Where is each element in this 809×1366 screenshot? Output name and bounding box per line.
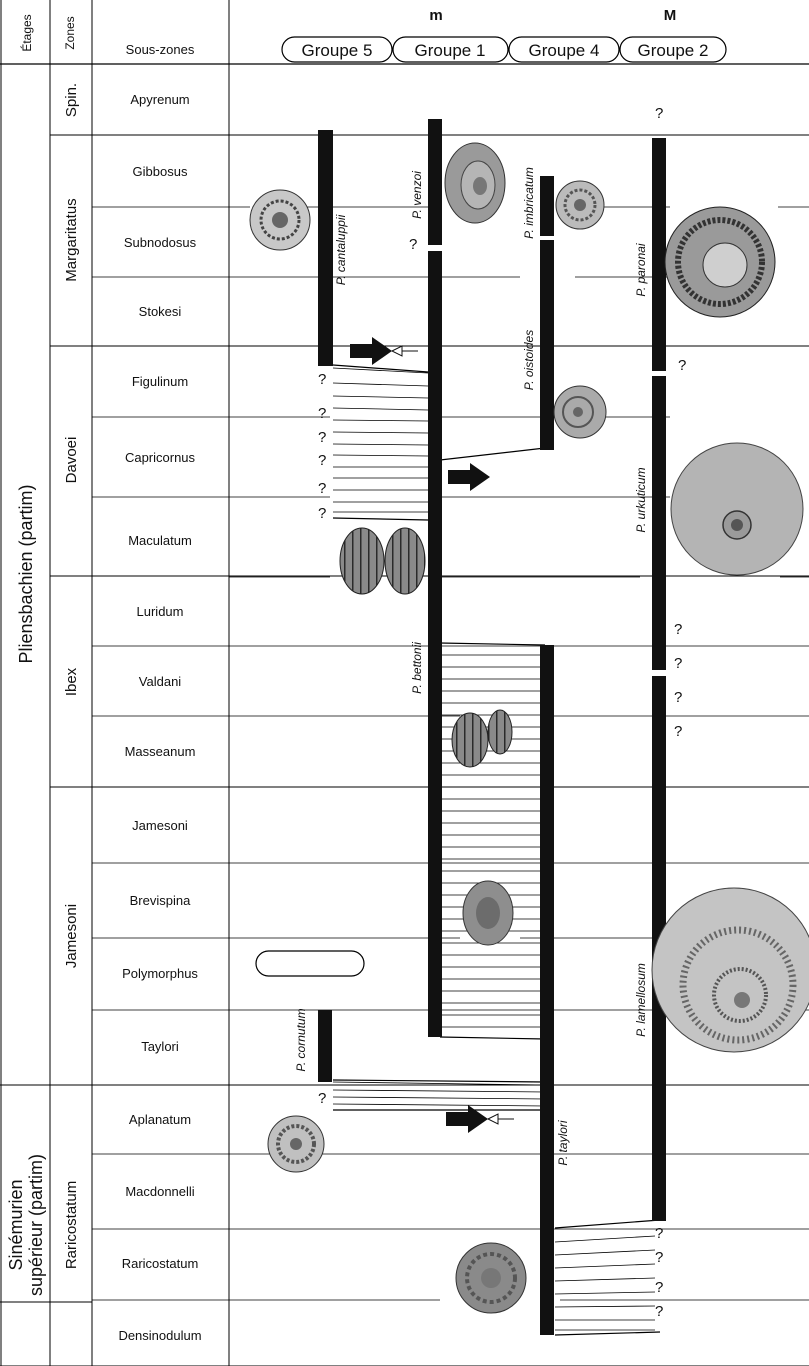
arrow-icon [448,463,490,491]
subzone-gibbosus: Gibbosus [133,164,188,179]
subzone-boundaries [92,207,809,1300]
subzone-stokesi: Stokesi [139,304,182,319]
ammonite-image-bettonii [452,710,512,767]
bar-cornutum [318,1010,332,1082]
ammonite-image-oistoides [554,386,606,438]
ammonite-image-raricostatum [456,1243,526,1313]
bar-oistoides [540,240,554,450]
subzone-taylori: Taylori [141,1039,179,1054]
subzone-subnodosus: Subnodosus [124,235,197,250]
group-4-label: Groupe 4 [529,41,600,60]
species-urkuticum: P. urkuticum [634,467,648,532]
subzone-luridum: Luridum [137,604,184,619]
bar-venzoi [428,119,442,245]
question-mark: ? [674,621,682,638]
subzone-valdani: Valdani [139,674,182,689]
question-mark: ? [655,1249,663,1266]
species-venzoi: P. venzoi [410,171,424,219]
question-mark: ? [674,689,682,706]
question-mark: ? [655,1279,663,1296]
question-mark: ? [318,1090,326,1107]
species-labels: P. cantaluppii P. venzoi P. bettonii P. … [294,167,648,1165]
question-mark: ? [674,723,682,740]
species-taylori: P. taylori [556,1120,570,1165]
group-5-label: Groupe 5 [302,41,373,60]
subzone-macdonnelli: Macdonnelli [125,1184,194,1199]
group-2-label: Groupe 2 [638,41,709,60]
question-mark: ? [318,371,326,388]
subzone-maculatum: Maculatum [128,533,192,548]
zone-spin: Spin. [63,83,80,117]
subzone-densinodulum: Densinodulum [118,1328,201,1343]
subzone-jamesoni: Jamesoni [132,818,188,833]
header-sous-zones: Sous-zones [126,42,195,57]
ammonite-image-urkuticum [671,443,803,575]
bar-imbricatum [540,176,554,236]
species-cantaluppii: P. cantaluppii [334,214,348,285]
subzone-apyrenum: Apyrenum [130,92,189,107]
header-m-minor: m [429,7,442,24]
species-oistoides: P. oistoides [522,330,536,391]
ammonite-image-venzoi [445,143,505,223]
zone-raricostatum: Raricostatum [63,1181,80,1269]
species-bettonii: P. bettonii [410,642,424,694]
zone-davoei: Davoei [63,437,80,484]
ammonite-image-lamellosum [652,888,809,1052]
hatch-cornutum [333,1082,545,1106]
question-mark: ? [318,429,326,446]
zone-jamesoni: Jamesoni [63,904,80,968]
question-mark: ? [318,505,326,522]
ammonite-image-cornutum [268,1116,324,1172]
bar-cantaluppii [318,130,333,366]
ammonite-image-paronai [665,207,775,317]
species-cornutum: P. cornutum [294,1008,308,1071]
group-1-label: Groupe 1 [415,41,486,60]
stage-sinemurien-line2: supérieur (partim) [26,1154,46,1296]
ammonite-image-imbricatum [556,181,604,229]
question-mark: ? [318,452,326,469]
question-mark: ? [678,357,686,374]
question-mark: ? [674,655,682,672]
hatch-davoei [333,368,428,512]
subzone-capricornus: Capricornus [125,450,196,465]
subzone-labels: Apyrenum Gibbosus Subnodosus Stokesi Fig… [118,92,201,1343]
ammonite-image-maculatum [340,528,425,594]
hatch-bettonii-taylori [442,655,540,1027]
bar-urkuticum [652,376,666,670]
question-mark: ? [655,105,663,122]
question-mark: ? [409,236,417,253]
species-paronai: P. paronai [634,243,648,296]
ammonite-image-cantaluppii [250,190,310,250]
subzone-figulinum: Figulinum [132,374,188,389]
subzone-brevispina: Brevispina [130,893,191,908]
bar-paronai [652,138,666,371]
zone-margaritatus: Margaritatus [63,198,80,281]
question-mark: ? [655,1225,663,1242]
bar-bettonii [428,251,442,1037]
subzone-raricostatum: Raricostatum [122,1256,199,1271]
question-mark: ? [318,405,326,422]
stage-sinemurien-line1: Sinémurien [6,1179,26,1270]
species-lamellosum: P. lamellosum [634,963,648,1037]
bar-taylori [540,645,554,1335]
hatch-raricostatum [555,1236,655,1330]
zone-ibex: Ibex [63,667,80,696]
stage-pliensbachien-text: Pliensbachien (partim) [16,484,36,663]
stage-pliensbachien: Pliensbachien (partim) [16,484,36,663]
arrow-icon [446,1105,514,1133]
arrow-icon [350,337,418,365]
header-m-major: M [664,7,677,24]
subzone-aplanatum: Aplanatum [129,1112,191,1127]
question-mark: ? [655,1303,663,1320]
subzone-masseanum: Masseanum [125,744,196,759]
header-etages: Étages [19,14,34,51]
ammonite-image-brevispina [463,881,513,945]
connector-lines [333,365,660,1335]
question-mark: ? [318,480,326,497]
species-imbricatum: P. imbricatum [522,167,536,239]
header-zones: Zones [63,16,77,49]
subzone-polymorphus: Polymorphus [122,966,198,981]
